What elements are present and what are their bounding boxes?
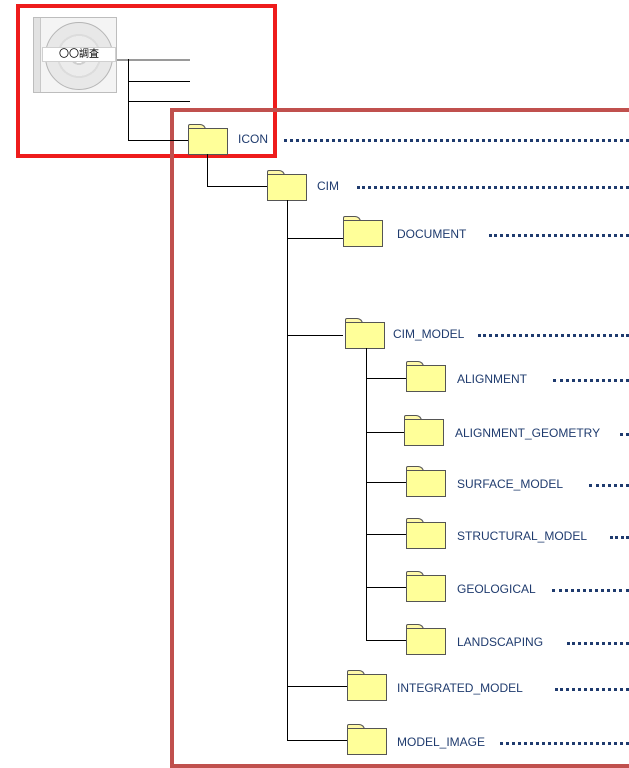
tree-line: [287, 686, 347, 687]
folder-landscaping-icon[interactable]: [406, 624, 446, 654]
folder-label-structural-model[interactable]: STRUCTURAL_MODEL: [457, 529, 587, 543]
folder-cim-icon[interactable]: [267, 170, 307, 200]
media-label: 〇〇調査: [42, 47, 116, 62]
folder-document-icon[interactable]: [343, 216, 383, 246]
folder-label-geological[interactable]: GEOLOGICAL: [457, 582, 536, 596]
folder-label-integrated-model[interactable]: INTEGRATED_MODEL: [397, 681, 523, 695]
media-case-strip: [34, 18, 41, 92]
folder-surface-model-icon[interactable]: [406, 466, 446, 496]
folder-label-alignment-geometry[interactable]: ALIGNMENT_GEOMETRY: [455, 426, 600, 440]
leader-dots: [620, 433, 629, 436]
tree-line: [366, 482, 406, 483]
tree-line: [287, 740, 347, 741]
tree-line: [287, 200, 288, 740]
folder-label-document[interactable]: DOCUMENT: [397, 227, 466, 241]
leader-dots: [489, 234, 629, 237]
media-icon[interactable]: 〇〇調査: [33, 17, 117, 93]
leader-dots: [357, 186, 629, 189]
leader-dots: [553, 379, 629, 382]
folder-label-icon[interactable]: ICON: [238, 132, 268, 146]
folder-alignment-icon[interactable]: [406, 361, 446, 391]
folder-label-model-image[interactable]: MODEL_IMAGE: [397, 735, 485, 749]
folder-icon-icon[interactable]: [188, 124, 228, 154]
folder-label-cim[interactable]: CIM: [317, 179, 339, 193]
tree-line: [366, 432, 404, 433]
folder-label-cim-model[interactable]: CIM_MODEL: [393, 327, 464, 341]
tree-line: [366, 587, 406, 588]
root-trunk-line: [128, 59, 129, 140]
leader-dots: [589, 484, 629, 487]
folder-cim-model-icon[interactable]: [345, 318, 385, 348]
tree-line: [366, 534, 406, 535]
root-branch-line: [128, 140, 188, 141]
leader-dots: [284, 139, 629, 142]
tree-line: [366, 640, 406, 641]
folder-model-image-icon[interactable]: [347, 724, 387, 754]
folder-alignment-geometry-icon[interactable]: [404, 415, 444, 445]
leader-dots: [567, 642, 629, 645]
leader-dots: [478, 334, 629, 337]
tree-line: [287, 238, 343, 239]
tree-line: [366, 348, 367, 640]
tree-line: [366, 378, 406, 379]
leader-dots: [500, 742, 629, 745]
folder-label-landscaping[interactable]: LANDSCAPING: [457, 635, 543, 649]
root-branch-line: [128, 101, 190, 102]
folder-label-surface-model[interactable]: SURFACE_MODEL: [457, 477, 563, 491]
leader-dots: [552, 589, 629, 592]
tree-line: [287, 335, 343, 336]
tree-line: [207, 154, 208, 186]
root-branch-line: [128, 81, 190, 82]
folder-geological-icon[interactable]: [406, 571, 446, 601]
leader-dots: [610, 536, 629, 539]
tree-line: [207, 186, 267, 187]
leader-dots: [555, 688, 629, 691]
folder-structural-model-icon[interactable]: [406, 518, 446, 548]
folder-label-alignment[interactable]: ALIGNMENT: [457, 372, 527, 386]
folder-integrated-model-icon[interactable]: [347, 670, 387, 700]
